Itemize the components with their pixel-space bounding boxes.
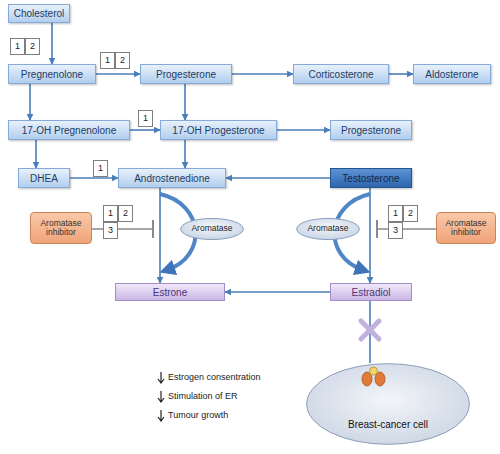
pathway-arrow — [184, 140, 186, 168]
steroid-box: 17-OH Progesterone — [160, 120, 277, 140]
pathway-arrow — [277, 129, 330, 131]
node-text: Aldosterone — [425, 69, 478, 80]
node-text: DHEA — [30, 173, 58, 184]
node-text: 2 — [120, 56, 125, 66]
pathway-arrow — [70, 177, 118, 179]
inhibitor-box: Aromatase inhibitor — [30, 212, 92, 244]
estrogen-box: Estrone — [115, 283, 225, 301]
steroid-box: Progesterone — [330, 120, 412, 140]
block-mark — [361, 321, 379, 339]
node-text: Aromatase inhibitor — [440, 219, 492, 238]
enzyme-number: 3 — [103, 222, 118, 239]
inhibitor-box: Aromatase inhibitor — [436, 212, 496, 244]
node-text: Aromatase — [191, 224, 232, 233]
decrease-arrows — [158, 372, 164, 421]
ellipse-shape — [297, 218, 360, 239]
pathway-arrow — [29, 84, 31, 120]
node-text: Progesterone — [156, 69, 216, 80]
down-arrow — [158, 391, 164, 402]
pathway-arrow — [232, 73, 293, 75]
block-cross — [361, 321, 379, 339]
enzyme-number: 2 — [118, 205, 133, 222]
node-text: 3 — [108, 226, 113, 236]
pathway-arrow — [35, 140, 37, 168]
enzyme-number: 2 — [115, 52, 130, 69]
pathway-arrow — [225, 291, 330, 293]
inhibitor-leaders — [92, 220, 436, 238]
pathway-arrow — [51, 23, 53, 64]
enzyme-ellipse: Aromatase — [296, 218, 360, 240]
pathway-arrow — [369, 301, 371, 363]
node-text: 1 — [15, 42, 20, 52]
node-text: 1 — [105, 56, 110, 66]
node-text: Cholesterol — [14, 8, 65, 19]
ellipse-shape — [181, 218, 244, 239]
enzyme-number: 1 — [103, 205, 118, 222]
steroid-box: Pregnenolone — [8, 64, 96, 84]
node-text: 17-OH Pregnenolone — [22, 125, 117, 136]
enzyme-number: 2 — [403, 205, 418, 222]
node-text: Breast-cancer cell — [348, 419, 428, 430]
steroid-box: Corticosterone — [293, 64, 389, 84]
estrogen-box: Estradiol — [330, 283, 412, 301]
cell-shape — [307, 364, 470, 445]
pathway-arrow — [369, 188, 371, 283]
node-text: Androstenedione — [134, 173, 210, 184]
node-text: Progesterone — [341, 125, 401, 136]
enzyme-number: 2 — [25, 38, 40, 55]
node-text: Aromatase — [307, 224, 348, 233]
pathway-arrow — [130, 129, 160, 131]
effect-label: Tumour growth — [168, 411, 228, 421]
steroid-box: Progesterone — [140, 64, 232, 84]
inhibition-line — [92, 228, 153, 230]
effect-label: Estrogen consentration — [168, 373, 261, 383]
enzyme-number: 3 — [388, 222, 403, 239]
pathway-arrow — [96, 73, 140, 75]
aromatase-curves — [160, 194, 370, 270]
node-text: 17-OH Progesterone — [172, 125, 264, 136]
node-text: 3 — [393, 226, 398, 236]
node-text: Estradiol — [352, 287, 391, 298]
enzyme-number: 1 — [388, 205, 403, 222]
node-text: 1 — [108, 209, 113, 219]
node-text: 2 — [30, 42, 35, 52]
steroid-box: 17-OH Pregnenolone — [8, 120, 130, 140]
inhibition-bar — [376, 220, 378, 238]
pathway-arrow — [389, 73, 413, 75]
node-text: Corticosterone — [308, 69, 373, 80]
effect-label: Stimulation of ER — [168, 392, 238, 402]
cell-outline — [305, 362, 471, 446]
enzyme-number: 1 — [138, 110, 153, 127]
cell-ellipse: Breast-cancer cell — [305, 362, 471, 446]
down-arrow — [158, 372, 164, 383]
node-text: 1 — [98, 164, 103, 174]
steroid-box: Aldosterone — [413, 64, 491, 84]
node-text: Aromatase inhibitor — [34, 219, 88, 238]
enzyme-number: 1 — [93, 160, 108, 177]
down-arrow — [158, 410, 164, 421]
steroid-box: Testosterone — [330, 168, 412, 188]
steroid-box: Cholesterol — [8, 4, 70, 23]
node-text: Estrone — [153, 287, 187, 298]
pathway-arrow — [226, 177, 330, 179]
node-text: 2 — [408, 209, 413, 219]
inhibition-bar — [152, 220, 154, 238]
block-cross — [361, 321, 379, 339]
node-text: Pregnenolone — [21, 69, 83, 80]
enzyme-number: 1 — [10, 38, 25, 55]
inhibition-line — [377, 228, 436, 230]
node-text: 1 — [393, 209, 398, 219]
pathway-arrow — [159, 188, 161, 283]
steroid-box: Androstenedione — [118, 168, 226, 188]
node-text: 1 — [143, 114, 148, 124]
enzyme-ellipse: Aromatase — [180, 218, 244, 240]
pathway-arrow — [184, 84, 186, 120]
enzyme-number: 1 — [100, 52, 115, 69]
steroid-box: DHEA — [18, 168, 70, 188]
node-text: Testosterone — [342, 173, 399, 184]
node-text: 2 — [123, 209, 128, 219]
